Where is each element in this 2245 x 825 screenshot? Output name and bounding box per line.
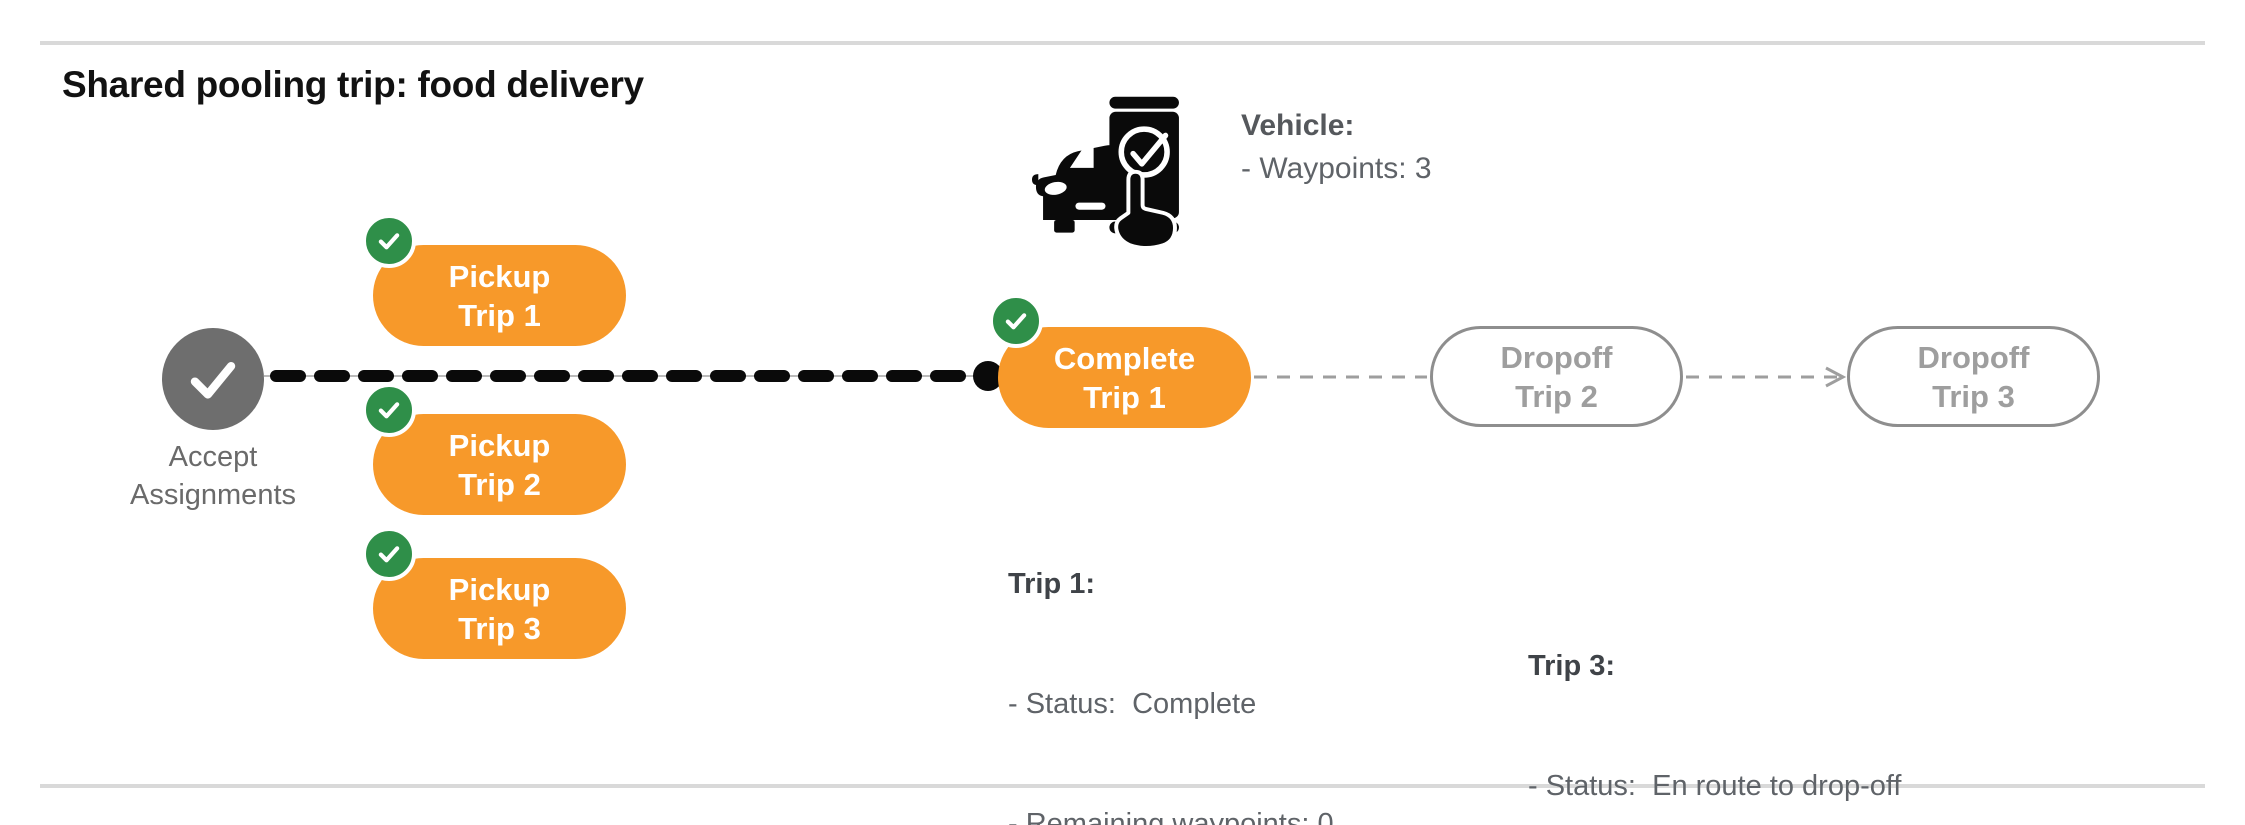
trip-1-title: Trip 1: <box>1008 568 1096 600</box>
node-label-line2: Trip 3 <box>458 610 541 646</box>
check-icon <box>190 361 236 399</box>
trip-3-title: Trip 3: <box>1528 650 1616 682</box>
accept-label-line2: Assignments <box>129 479 296 511</box>
trip-1-waypoints-line: - Remaining waypoints: 0 <box>1008 808 1334 825</box>
arrowhead-icon <box>1825 366 1847 388</box>
check-icon <box>1005 313 1027 330</box>
accept-assignments-label: Accept Assignments <box>72 438 354 514</box>
dropoff-trip-3-node: Dropoff Trip 3 <box>1847 326 2100 427</box>
node-label-line1: Dropoff <box>1500 339 1613 375</box>
vehicle-waypoints: - Waypoints: 3 <box>1241 152 1432 185</box>
completed-check-badge <box>362 214 416 268</box>
bottom-divider-line <box>40 784 2205 788</box>
check-icon <box>378 233 400 250</box>
pickup-trip-1-node: Pickup Trip 1 <box>373 245 626 346</box>
trip-status-right-block: Trip 3: - Status: En route to drop-off -… <box>1528 566 1901 825</box>
dropoff-trip-2-node: Dropoff Trip 2 <box>1430 326 1683 427</box>
completed-check-badge <box>989 294 1043 348</box>
accept-assignments-node <box>162 328 264 430</box>
node-label-line2: Trip 2 <box>458 466 541 502</box>
trip-3-status-line: - Status: En route to drop-off <box>1528 770 1902 802</box>
node-label-line1: Pickup <box>448 571 551 607</box>
check-icon <box>378 402 400 419</box>
trip-1-status-line: - Status: Complete <box>1008 688 1257 720</box>
pickup-trip-3-node: Pickup Trip 3 <box>373 558 626 659</box>
complete-trip-1-node: Complete Trip 1 <box>998 327 1251 428</box>
trip-status-left-block: Trip 1: - Status: Complete - Remaining w… <box>1008 484 1381 825</box>
node-label-line2: Trip 3 <box>1932 378 2015 414</box>
pickup-trip-2-node: Pickup Trip 2 <box>373 414 626 515</box>
vehicle-heading: Vehicle: <box>1241 109 1355 142</box>
check-icon <box>378 546 400 563</box>
node-label-line1: Pickup <box>448 427 551 463</box>
page-title: Shared pooling trip: food delivery <box>62 64 644 105</box>
completed-check-badge <box>362 383 416 437</box>
node-label-line2: Trip 1 <box>458 297 541 333</box>
car-phone-check-icon <box>1032 96 1179 250</box>
accept-label-line1: Accept <box>168 441 258 473</box>
node-label-line2: Trip 1 <box>1083 379 1166 415</box>
node-label-line1: Dropoff <box>1917 339 2030 375</box>
node-label-line2: Trip 2 <box>1515 378 1598 414</box>
vehicle-info: Vehicle: - Waypoints: 3 <box>1241 104 1432 190</box>
node-label-line1: Complete <box>1053 340 1196 376</box>
node-label-line1: Pickup <box>448 258 551 294</box>
top-divider-line <box>40 41 2205 45</box>
completed-check-badge <box>362 527 416 581</box>
